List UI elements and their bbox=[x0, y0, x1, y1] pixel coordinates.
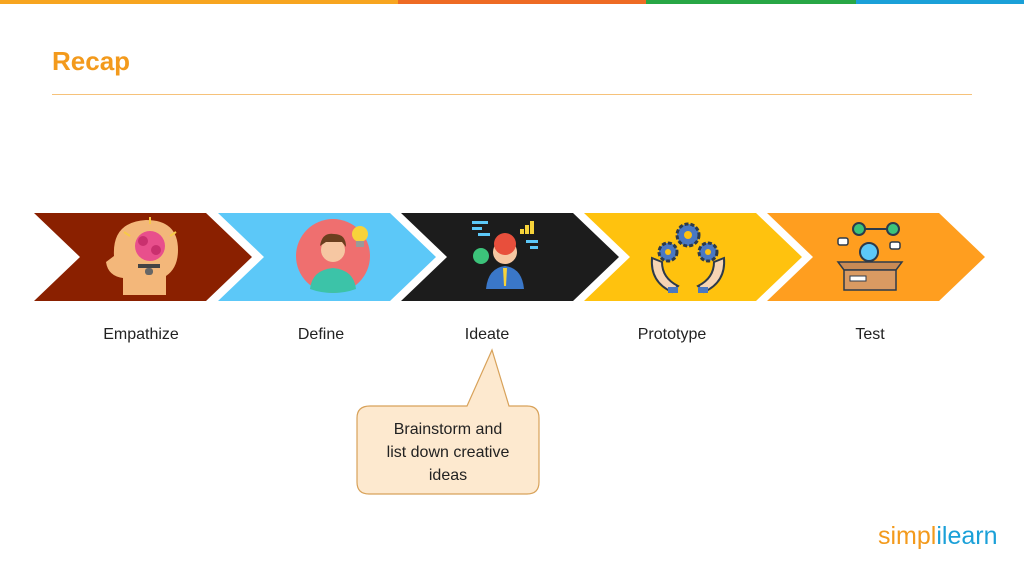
step-label-test: Test bbox=[855, 326, 885, 343]
step-label-define: Define bbox=[297, 326, 345, 343]
step-label-prototype: Prototype bbox=[637, 326, 707, 343]
chevron-prototype[interactable] bbox=[584, 213, 802, 301]
simplilearn-logo: simplilearn bbox=[878, 522, 998, 551]
top-bar-segment-3 bbox=[646, 0, 856, 4]
person-thinking-icon bbox=[472, 221, 538, 289]
head-brain-icon bbox=[106, 217, 178, 295]
title-divider bbox=[52, 94, 972, 95]
step-label-ideate: Ideate bbox=[464, 326, 510, 343]
top-bar-segment-2 bbox=[398, 0, 646, 4]
top-bar-segment-1 bbox=[0, 0, 398, 4]
box-gears-icon bbox=[836, 222, 904, 291]
person-idea-icon bbox=[296, 219, 370, 293]
hands-gears-icon bbox=[650, 222, 726, 294]
step-label-empathize: Empathize bbox=[103, 326, 179, 343]
slide-title: Recap bbox=[52, 46, 131, 76]
ideate-callout-text: Brainstorm and list down creative ideas bbox=[386, 421, 510, 484]
callout-bubble bbox=[356, 348, 540, 495]
logo-part-orange: simpl bbox=[878, 522, 937, 550]
logo-part-blue: ilearn bbox=[936, 522, 998, 550]
top-color-bar bbox=[0, 0, 1024, 4]
top-bar-segment-4 bbox=[856, 0, 1024, 4]
